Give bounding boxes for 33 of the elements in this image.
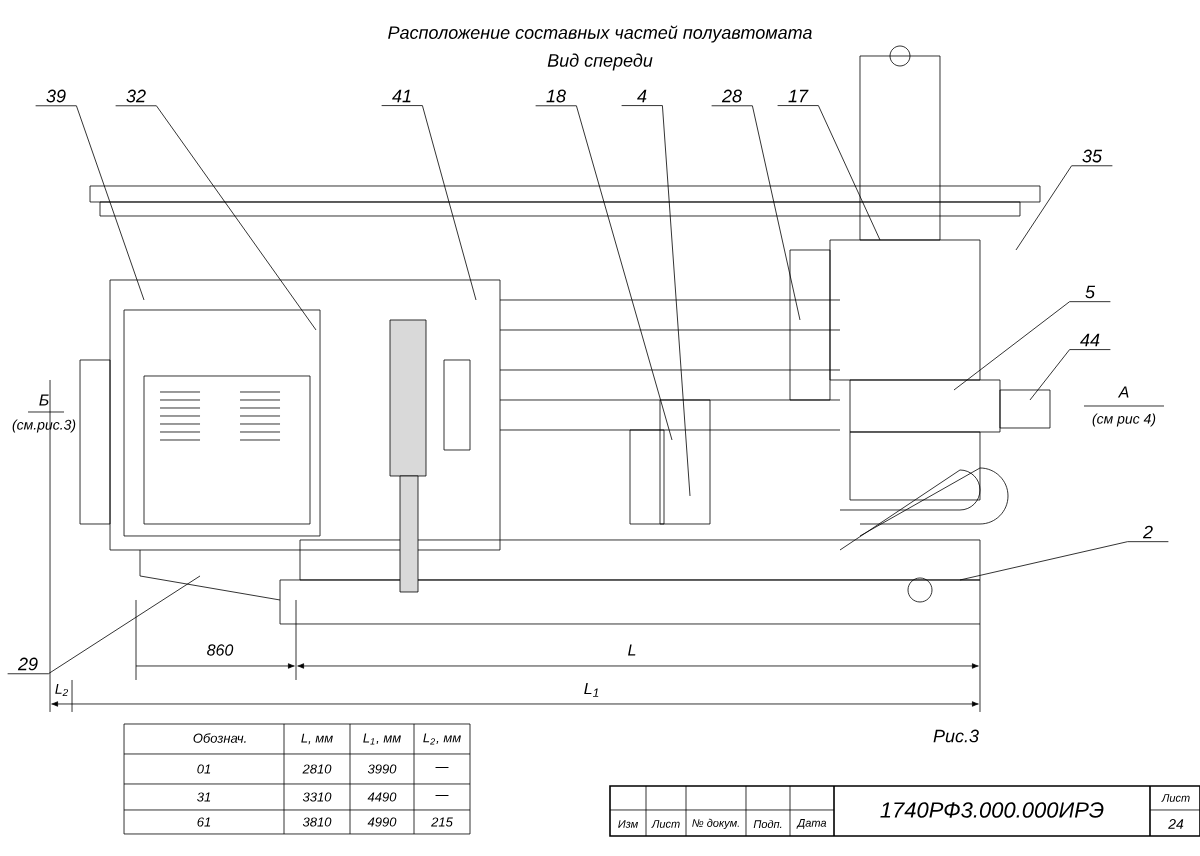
leader-line [959,541,1169,581]
leader-line [953,301,1111,391]
leader-line [1015,165,1113,251]
leader-line [621,105,691,497]
leader-line [711,105,801,321]
leader-line [115,105,317,331]
view-reference: А [1117,386,1129,398]
dimension-value: L [628,644,636,656]
leader-line [35,105,145,301]
callout-number: 32 [126,89,146,103]
figure-label: Рис.3 [933,729,979,743]
heading-text: Расположение составных частей полуавтомата [388,25,812,43]
dimension-value: L$_{1}$ [584,683,599,697]
callout-number: 5 [1085,285,1096,299]
callout-number: 29 [17,657,38,671]
leader-line [1029,349,1111,401]
callout-number: 44 [1080,333,1100,347]
callout-number: 17 [788,89,809,103]
callout-number: 41 [392,89,411,103]
leader-line [777,105,881,241]
callout-number: 39 [46,89,66,103]
leader-line [7,575,201,675]
callout-number: 35 [1082,149,1103,163]
callout-number: 28 [721,89,742,103]
view-reference: Б [39,394,49,406]
leader-line [381,105,477,301]
drawing-number: 1740РФ3.000.000ИРЭ [880,802,1104,818]
dimension-value: 860 [207,644,234,656]
callout-number: 2 [1142,525,1153,539]
heading-text: Вид спереди [547,53,653,71]
callout-number: 18 [546,89,566,103]
leader-line [535,105,673,441]
callout-number: 4 [637,89,647,103]
